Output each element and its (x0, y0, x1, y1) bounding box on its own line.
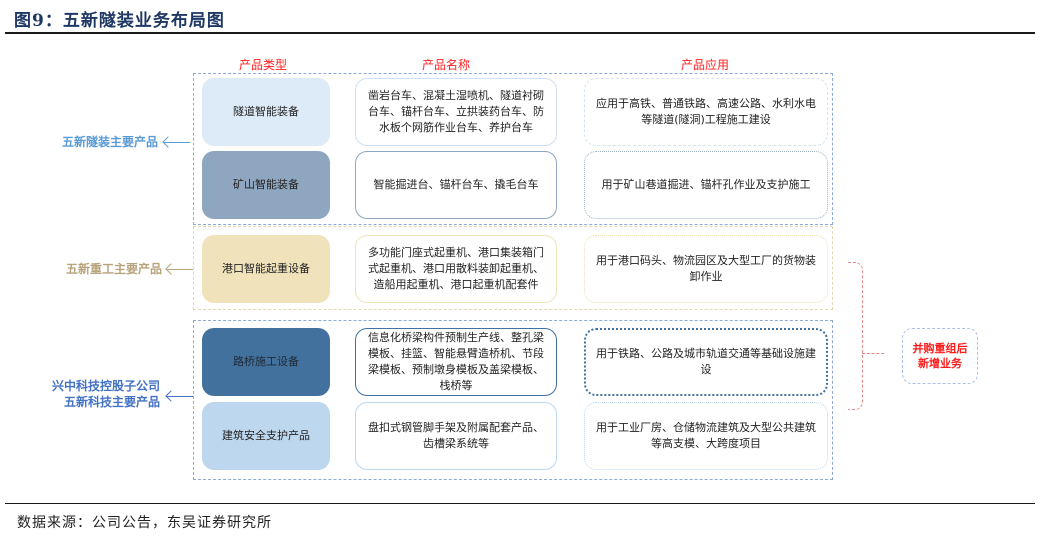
side-label-line2: 五新科技主要产品 (63, 395, 160, 409)
left-arrow-icon (167, 396, 193, 397)
name-box-tunnel: 凿岩台车、混凝土湿喷机、隧道衬砌台车、锚杆台车、立拱装药台车、防水板个网筋作业台… (355, 78, 557, 146)
side-label-wuxin-tunnel: 五新隧装主要产品 (61, 135, 158, 149)
app-box-port: 用于港口码头、物流园区及大型工厂的货物装卸作业 (584, 235, 828, 303)
new-business-badge: 并购重组后 新增业务 (902, 328, 978, 384)
left-arrow-icon (167, 269, 193, 270)
title-rule (5, 32, 1035, 34)
bracket-connector (848, 262, 863, 410)
app-box-tunnel: 应用于高铁、普通铁路、高速公路、水利水电等隧道(隧洞)工程施工建设 (584, 78, 828, 146)
column-header-application: 产品应用 (680, 58, 729, 72)
app-box-construction: 用于工业厂房、仓储物流建筑及大型公共建筑等高支模、大跨度项目 (584, 402, 828, 470)
group-wuxin-heavy (193, 226, 833, 310)
name-box-bridge: 信息化桥梁构件预制生产线、整孔梁模板、挂篮、智能悬臂造桥机、节段梁模板、预制墩身… (355, 328, 557, 396)
bracket-tick (862, 353, 884, 355)
type-box-mining: 矿山智能装备 (202, 151, 330, 219)
column-header-name: 产品名称 (421, 58, 470, 72)
group-wuxin-tech (193, 320, 833, 480)
side-label-line1: 兴中科技控股子公司 (51, 379, 160, 393)
new-business-line2: 新增业务 (918, 357, 962, 370)
side-label-wuxin-heavy: 五新重工主要产品 (65, 262, 162, 276)
type-box-construction: 建筑安全支护产品 (202, 402, 330, 470)
side-label-wuxin-tech: 兴中科技控股子公司 五新科技主要产品 (30, 378, 160, 410)
source-rule (5, 503, 1035, 504)
figure-source: 数据来源：公司公告，东吴证券研究所 (17, 515, 272, 531)
name-box-port: 多功能门座式起重机、港口集装箱门式起重机、港口用散料装卸起重机、造船用起重机、港… (355, 235, 557, 303)
app-box-mining: 用于矿山巷道掘进、锚杆孔作业及支护施工 (584, 151, 828, 219)
left-arrow-icon (164, 142, 190, 143)
figure-title: 图9：五新隧装业务布局图 (14, 11, 225, 31)
type-box-port: 港口智能起重设备 (202, 235, 330, 303)
app-box-bridge: 用于铁路、公路及城市轨道交通等基础设施建设 (584, 328, 828, 396)
type-box-bridge: 路桥施工设备 (202, 328, 330, 396)
column-header-type: 产品类型 (238, 58, 287, 72)
name-box-mining: 智能掘进台、锚杆台车、撬毛台车 (355, 151, 557, 219)
new-business-line1: 并购重组后 (912, 342, 968, 355)
type-box-tunnel: 隧道智能装备 (202, 78, 330, 146)
group-wuxin-tunnel (193, 73, 833, 225)
name-box-construction: 盘扣式钢管脚手架及附属配套产品、齿槽梁系统等 (355, 402, 557, 470)
